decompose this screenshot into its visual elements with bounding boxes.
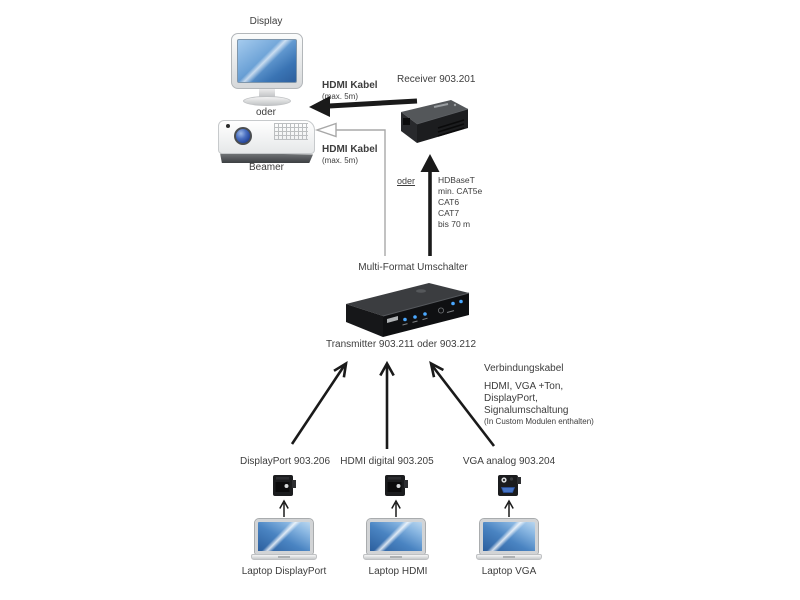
hdbaset-spec-block: HDBaseT min. CAT5e CAT6 CAT7 bis 70 m xyxy=(438,175,482,230)
hdmi-cable-1-label: HDMI Kabel xyxy=(322,80,378,91)
beamer-icon xyxy=(218,118,315,163)
hdbaset-line: bis 70 m xyxy=(438,219,471,229)
display-monitor-icon xyxy=(231,33,303,106)
laptop-hdmi-icon xyxy=(363,518,429,560)
verbindungskabel-note: (In Custom Modulen enthalten) xyxy=(484,417,594,426)
oder-top-label: oder xyxy=(255,107,276,118)
receiver-label: Receiver 903.201 xyxy=(397,74,476,85)
arrow-laptop-to-module-vga xyxy=(504,499,514,517)
hdmi-module-icon xyxy=(384,471,408,498)
laptop-notch xyxy=(278,556,290,558)
arrow-displayport-to-transmitter xyxy=(290,360,348,445)
beamer-indicator-dot xyxy=(226,124,230,128)
laptop-label-hdmi: Laptop HDMI xyxy=(368,566,428,577)
verbindungskabel-line: DisplayPort, xyxy=(484,393,538,404)
beamer-base xyxy=(220,153,313,163)
monitor-neck xyxy=(259,89,275,97)
laptop-vga-icon xyxy=(476,518,542,560)
arrow-hdmi-to-transmitter xyxy=(379,360,395,449)
beamer-lens xyxy=(234,127,252,145)
transmitter-label: Transmitter 903.211 oder 903.212 xyxy=(325,339,477,350)
arrow-laptop-to-module-displayport xyxy=(279,499,289,517)
arrow-laptop-to-module-hdmi xyxy=(391,499,401,517)
hdmi-cable-2-note: (max. 5m) xyxy=(322,156,358,165)
verbindungskabel-line: HDMI, VGA +Ton, xyxy=(484,381,564,392)
displayport-module-icon xyxy=(272,471,296,498)
module-label-hdmi: HDMI digital 903.205 xyxy=(340,456,434,467)
laptop-screen xyxy=(479,518,539,555)
beamer-label: Beamer xyxy=(248,162,284,173)
laptop-label-displayport: Laptop DisplayPort xyxy=(241,566,327,577)
display-label: Display xyxy=(249,16,283,27)
module-label-vga: VGA analog 903.204 xyxy=(462,456,556,467)
receiver-device-icon xyxy=(392,96,470,144)
laptop-base xyxy=(363,554,429,560)
module-label-displayport: DisplayPort 903.206 xyxy=(239,456,331,467)
transmitter-device-icon xyxy=(341,279,471,339)
laptop-screen xyxy=(254,518,314,555)
monitor-screen xyxy=(237,39,297,83)
laptop-base xyxy=(476,554,542,560)
verbindungskabel-line: Signalumschaltung xyxy=(484,405,569,416)
laptop-label-vga: Laptop VGA xyxy=(481,566,537,577)
beamer-vents xyxy=(274,123,308,140)
hdbaset-line: CAT6 xyxy=(438,197,460,207)
hdbaset-line: HDBaseT xyxy=(438,175,475,185)
arrow-transmitter-to-receiver-hdbaset xyxy=(420,154,440,256)
verbindungskabel-title: Verbindungskabel xyxy=(484,363,564,374)
oder-mid-label: oder xyxy=(397,176,416,186)
laptop-base xyxy=(251,554,317,560)
hdmi-cable-2-label: HDMI Kabel xyxy=(322,144,378,155)
switcher-title: Multi-Format Umschalter xyxy=(358,262,468,273)
hdbaset-line: CAT7 xyxy=(438,208,460,218)
laptop-displayport-icon xyxy=(251,518,317,560)
monitor-base xyxy=(243,96,291,106)
laptop-notch xyxy=(390,556,402,558)
laptop-notch xyxy=(503,556,515,558)
monitor-frame xyxy=(231,33,303,89)
hdbaset-line: min. CAT5e xyxy=(438,186,483,196)
laptop-screen xyxy=(366,518,426,555)
vga-module-icon xyxy=(497,471,521,498)
hdmi-cable-1-note: (max. 5m) xyxy=(322,92,358,101)
